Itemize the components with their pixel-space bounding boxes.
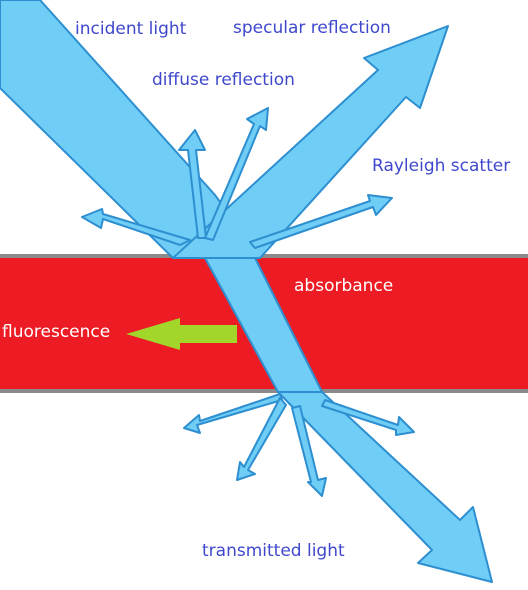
label-incident-light: incident light xyxy=(75,19,187,39)
diffuse-arrow-1 xyxy=(81,208,191,246)
transmit-scatter-arrow-1 xyxy=(183,393,283,434)
diffuse-arrow-2 xyxy=(178,129,207,239)
transmit-scatter-arrow-3 xyxy=(291,405,327,497)
label-diffuse-reflection: diffuse reflection xyxy=(152,70,295,90)
diffuse-arrow-3 xyxy=(204,107,269,241)
label-specular-reflection: specular reflection xyxy=(233,18,391,38)
label-rayleigh-scatter: Rayleigh scatter xyxy=(372,156,511,176)
rayleigh-scatter-arrow xyxy=(249,194,393,249)
transmit-scatter-arrow-4 xyxy=(321,399,415,436)
label-transmitted-light: transmitted light xyxy=(202,541,345,561)
fluorescence-arrow xyxy=(126,318,237,350)
transmit-scatter-arrow-2 xyxy=(236,397,287,481)
label-absorbance: absorbance xyxy=(294,276,394,296)
label-fluorescence: fluorescence xyxy=(2,322,111,342)
